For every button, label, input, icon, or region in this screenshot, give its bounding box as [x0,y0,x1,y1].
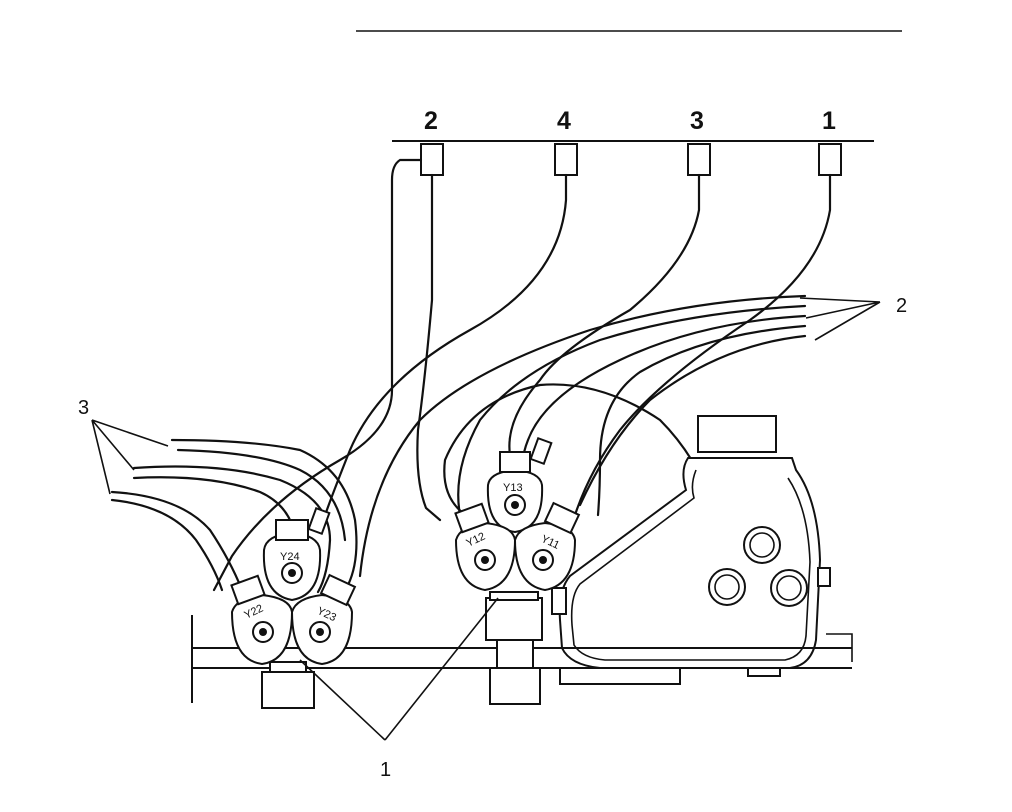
injector-y24: Y24 [262,506,331,602]
injector-y12: Y12 [454,502,517,592]
terminal-label-1: 1 [822,107,836,135]
injector-y23: Y23 [290,573,357,666]
terminal-label-4: 4 [557,107,571,135]
injector-y11: Y11 [513,501,581,592]
injector-y22: Y22 [230,574,294,666]
callout-1-leader [299,597,499,741]
callout-label-3: 3 [78,397,89,419]
injector-y13: Y13 [486,436,553,534]
injector-tag-y24: Y24 [280,551,300,563]
engine-block [551,415,831,669]
injector-tag-y13: Y13 [503,482,523,494]
terminal-label-3: 3 [690,107,704,135]
terminal-posts [420,143,842,176]
terminal-label-2: 2 [424,107,438,135]
wire-bundle-2 [358,294,881,578]
callout-label-1: 1 [380,759,391,781]
wire-bundle-3 [91,419,358,594]
callout-label-2: 2 [896,295,907,317]
regulator-right [485,591,543,705]
ignition-wires [212,158,832,592]
regulator-left [261,661,315,709]
